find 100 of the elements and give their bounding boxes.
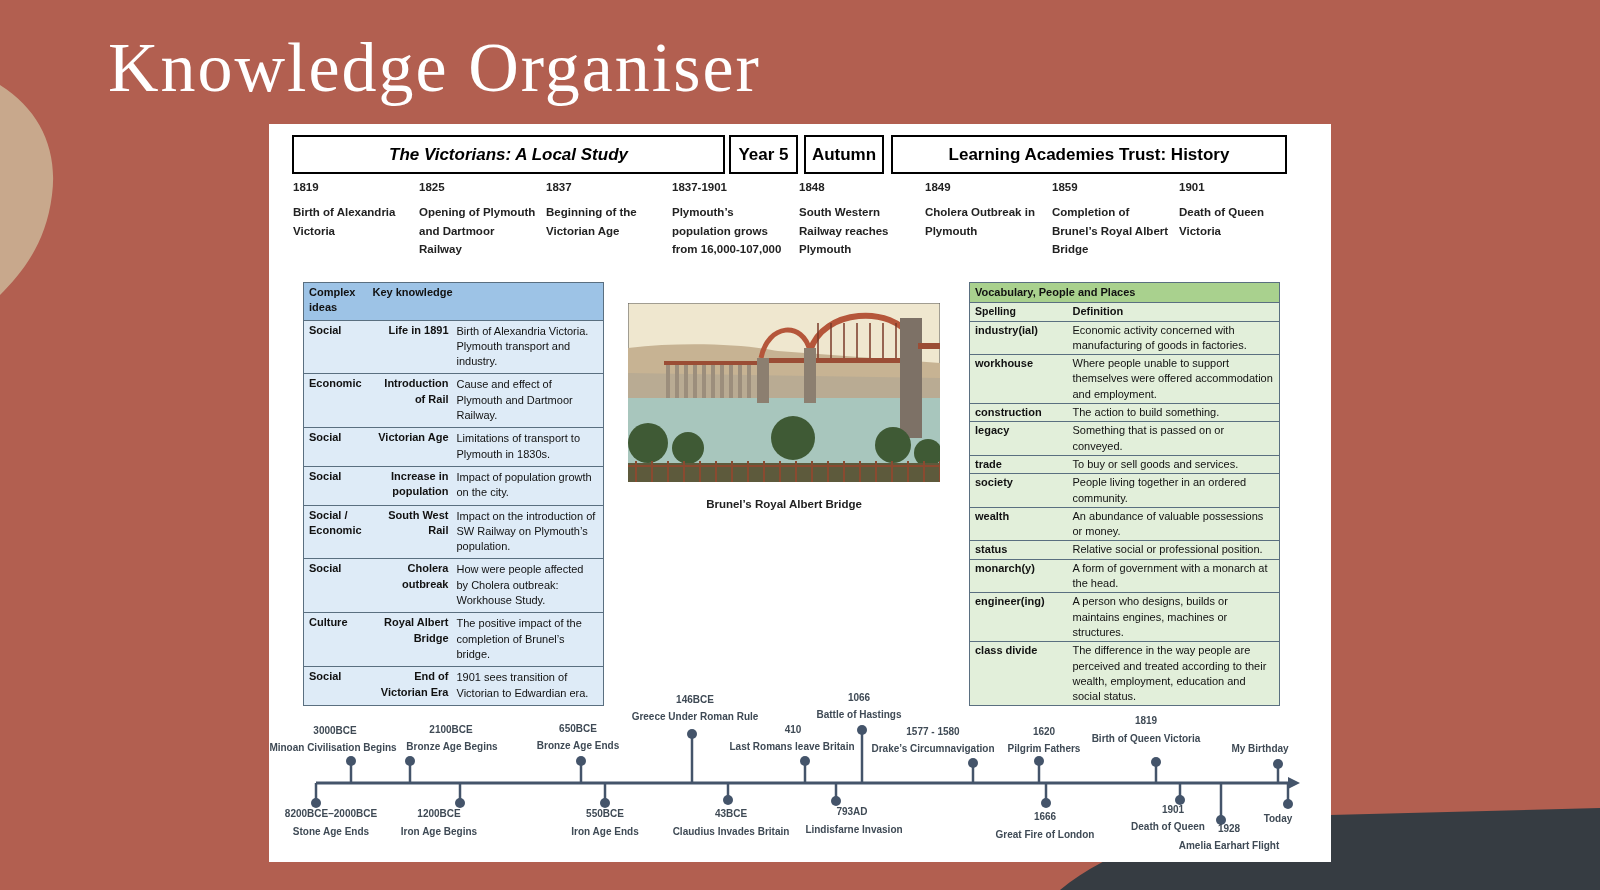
event-label: Death of Queen bbox=[1131, 821, 1205, 833]
table-cell: Cause and effect of Plymouth and Dartmoor Railway. bbox=[451, 374, 604, 428]
event-label: Great Fire of London bbox=[995, 829, 1095, 841]
event-label: Completion of Brunel’s Royal Albert Bridge bbox=[1052, 205, 1170, 257]
event-label: Battle of Hastings bbox=[816, 709, 902, 721]
date-label: 1620 bbox=[1032, 726, 1056, 738]
event-label: Claudius Invades Britain bbox=[672, 826, 790, 838]
date-label: 146BCE bbox=[676, 694, 714, 706]
event-label: Minoan Civilisation Begins bbox=[269, 742, 397, 754]
heading-text: Year 5 bbox=[738, 144, 789, 165]
event-label: Beginning of the Victorian Age bbox=[546, 205, 638, 239]
date-label: 1901 bbox=[1161, 804, 1185, 816]
table-cell: Economic bbox=[303, 374, 368, 428]
table-cell: Social bbox=[303, 427, 368, 467]
table-cell: Increase in population bbox=[367, 466, 452, 506]
date-label: 1819 bbox=[293, 180, 320, 195]
table-cell: Introduction of Rail bbox=[367, 374, 452, 428]
page-title: Knowledge Organiser bbox=[108, 28, 761, 108]
event-label: Opening of Plymouth and Dartmoor Railway bbox=[419, 205, 537, 257]
event-label: Greece Under Roman Rule bbox=[631, 711, 759, 723]
table-cell: Social bbox=[303, 320, 368, 374]
heading-text: Learning Academies Trust: History bbox=[948, 144, 1230, 165]
heading-box bbox=[729, 135, 798, 174]
table-cell: Social bbox=[303, 558, 368, 613]
table-cell: class divide bbox=[969, 641, 1068, 706]
caption: Brunel’s Royal Albert Bridge bbox=[706, 498, 862, 510]
date-label: 650BCE bbox=[559, 723, 597, 735]
column-header: Complex ideas bbox=[303, 282, 368, 321]
date-label: 550BCE bbox=[586, 808, 624, 820]
event-label: Birth of Queen Victoria bbox=[1091, 733, 1201, 745]
table-cell: Relative social or professional position. bbox=[1067, 540, 1280, 560]
table-cell: Victorian Age bbox=[367, 427, 452, 467]
event-label: Iron Age Ends bbox=[571, 826, 639, 838]
date-label: 1849 bbox=[925, 180, 952, 195]
date-label: 1837-1901 bbox=[672, 180, 728, 195]
event-label: Stone Age Ends bbox=[292, 826, 370, 838]
event-label: Pilgrim Fathers bbox=[1007, 743, 1081, 755]
date-label: 1825 bbox=[419, 180, 446, 195]
column-header: Key knowledge bbox=[367, 282, 604, 321]
date-label: 1819 bbox=[1134, 715, 1158, 727]
heading-box bbox=[804, 135, 884, 174]
table-cell: engineer(ing) bbox=[969, 592, 1068, 642]
table-cell: Something that is passed on or conveyed. bbox=[1067, 421, 1280, 456]
table-cell: Birth of Alexandria Victoria. Plymouth transport and industry. bbox=[451, 320, 604, 374]
table-cell: Impact on the introduction of SW Railway on Plymouth’s population. bbox=[451, 505, 604, 559]
table-cell: The positive impact of the completion of Brunel’s bridge. bbox=[451, 612, 604, 667]
table-cell: The action to build something. bbox=[1067, 403, 1280, 422]
column-header: Spelling bbox=[969, 302, 1068, 322]
event-label: Amelia Earhart Flight bbox=[1178, 840, 1280, 852]
table-cell: The difference in the way people are perceived and treated according to their wealth, employment, education and social status. bbox=[1067, 641, 1280, 706]
table-cell: Life in 1891 bbox=[367, 320, 452, 374]
column-header: Definition bbox=[1067, 302, 1280, 322]
knowledge-table bbox=[303, 282, 604, 706]
table-cell: legacy bbox=[969, 421, 1068, 456]
table-cell: End of Victorian Era bbox=[367, 666, 452, 706]
date-label: 1837 bbox=[546, 180, 573, 195]
event-label: Lindisfarne Invasion bbox=[805, 824, 903, 836]
table-cell: A person who designs, builds or maintains engines, machines or structures. bbox=[1067, 592, 1280, 642]
event-label: My Birthday bbox=[1231, 743, 1289, 755]
date-label: 1859 bbox=[1052, 180, 1079, 195]
table-cell: Where people unable to support themselves were offered accommodation and employment. bbox=[1067, 354, 1280, 404]
date-label: 793AD bbox=[836, 806, 868, 818]
event-label: Bronze Age Ends bbox=[536, 740, 620, 752]
table-cell: A form of government with a monarch at the head. bbox=[1067, 559, 1280, 593]
table-cell: Social / Economic bbox=[303, 505, 368, 559]
event-label: Cholera Outbreak in Plymouth bbox=[925, 205, 1036, 239]
heading-text: Autumn bbox=[811, 144, 877, 165]
event-label: Last Romans leave Britain bbox=[729, 741, 855, 753]
table-cell: Royal Albert Bridge bbox=[367, 612, 452, 667]
table-cell: wealth bbox=[969, 507, 1068, 541]
date-label: 410 bbox=[784, 724, 802, 736]
date-label: 1200BCE bbox=[417, 808, 461, 820]
event-label: South Western Railway reaches Plymouth bbox=[799, 205, 890, 257]
date-label: 1066 bbox=[847, 692, 871, 704]
heading-box bbox=[292, 135, 725, 174]
date-label: 43BCE bbox=[714, 808, 748, 820]
table-cell: How were people affected by Cholera outbreak: Workhouse Study. bbox=[451, 558, 604, 613]
heading-box bbox=[891, 135, 1287, 174]
event-label: Birth of Alexandria Victoria bbox=[293, 205, 397, 239]
table-cell: status bbox=[969, 540, 1068, 560]
event-label: Drake’s Circumnavigation bbox=[871, 743, 995, 755]
table-cell: industry(ial) bbox=[969, 321, 1068, 355]
date-label: 2100BCE bbox=[429, 724, 473, 736]
vocabulary-table bbox=[969, 282, 1280, 707]
table-cell: Social bbox=[303, 466, 368, 506]
table-cell: construction bbox=[969, 403, 1068, 422]
table-cell: An abundance of valuable possessions or money. bbox=[1067, 507, 1280, 541]
table-cell: Limitations of transport to Plymouth in 1830s. bbox=[451, 427, 604, 467]
date-label: 1901 bbox=[1179, 180, 1206, 195]
table-cell: People living together in an ordered community. bbox=[1067, 473, 1280, 508]
table-cell: Cholera outbreak bbox=[367, 558, 452, 613]
event-label: Death of Queen Victoria bbox=[1179, 205, 1265, 239]
date-label: 3000BCE bbox=[313, 725, 357, 737]
table-cell: To buy or sell goods and services. bbox=[1067, 455, 1280, 474]
table-cell: Economic activity concerned with manufacturing of goods in factories. bbox=[1067, 321, 1280, 355]
date-label: 1666 bbox=[1033, 811, 1057, 823]
event-label: Bronze Age Begins bbox=[406, 741, 498, 753]
event-label: Today bbox=[1263, 813, 1293, 825]
table-cell: Impact of population growth on the city. bbox=[451, 466, 604, 506]
date-label: 8200BCE–2000BCE bbox=[284, 808, 378, 820]
